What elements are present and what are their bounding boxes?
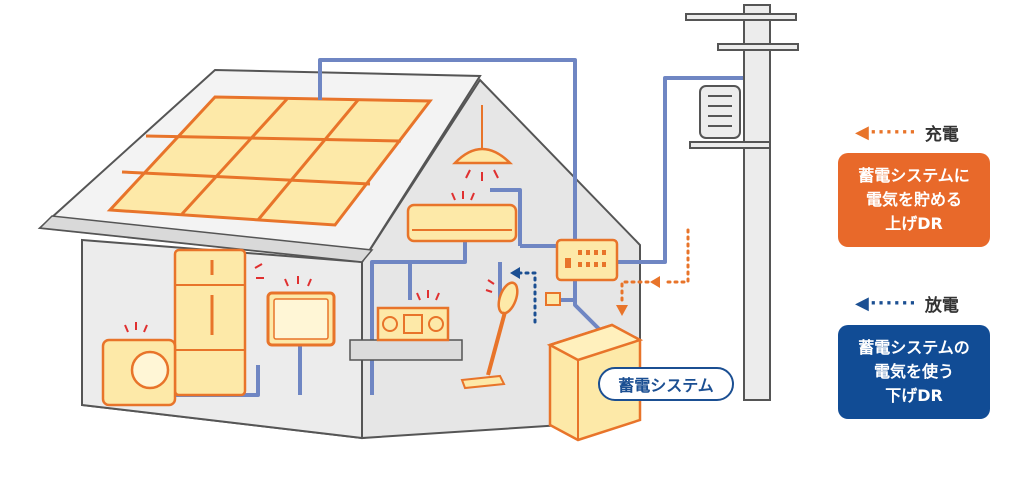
solar-panel	[106, 95, 433, 227]
legend-charge: ◀······ 充電	[855, 120, 959, 145]
legend-discharge: ◀······ 放電	[855, 291, 959, 316]
power-meter	[545, 292, 561, 306]
charge-arrow-icon: ◀······	[855, 122, 917, 143]
legend-charge-label: 充電	[924, 125, 959, 145]
roof-eave	[38, 215, 374, 263]
down-dr-line-2: 電気を使う	[873, 362, 954, 381]
ceiling-lamp	[452, 105, 514, 181]
utility-pole	[685, 4, 799, 401]
storage-system-label: 蓄電システム	[598, 367, 734, 401]
down-dr-box: 蓄電システムの 電気を使う 下げDR	[838, 325, 990, 419]
up-dr-line-1: 蓄電システムに	[858, 166, 970, 185]
charge-arrowhead-1	[650, 276, 660, 288]
down-dr-line-3: 下げDR	[885, 386, 943, 405]
discharge-arrowhead	[510, 267, 520, 279]
up-dr-line-2: 電気を貯める	[865, 190, 962, 209]
stick-vacuum	[460, 279, 519, 390]
storage-battery	[546, 323, 644, 442]
discharge-arrow-icon: ◀······	[855, 293, 917, 314]
television	[266, 276, 336, 347]
washing-machine	[101, 322, 177, 407]
refrigerator	[173, 248, 264, 397]
stereo	[349, 290, 463, 361]
charge-arrows	[620, 228, 690, 307]
legend-discharge-label: 放電	[924, 296, 959, 316]
air-conditioner	[406, 191, 518, 243]
distribution-board	[555, 238, 619, 282]
charge-arrowhead-2	[616, 305, 628, 316]
up-dr-box: 蓄電システムに 電気を貯める 上げDR	[838, 153, 990, 247]
down-dr-line-1: 蓄電システムの	[858, 338, 970, 357]
discharge-arrow	[518, 271, 537, 324]
up-dr-line-3: 上げDR	[885, 214, 943, 233]
